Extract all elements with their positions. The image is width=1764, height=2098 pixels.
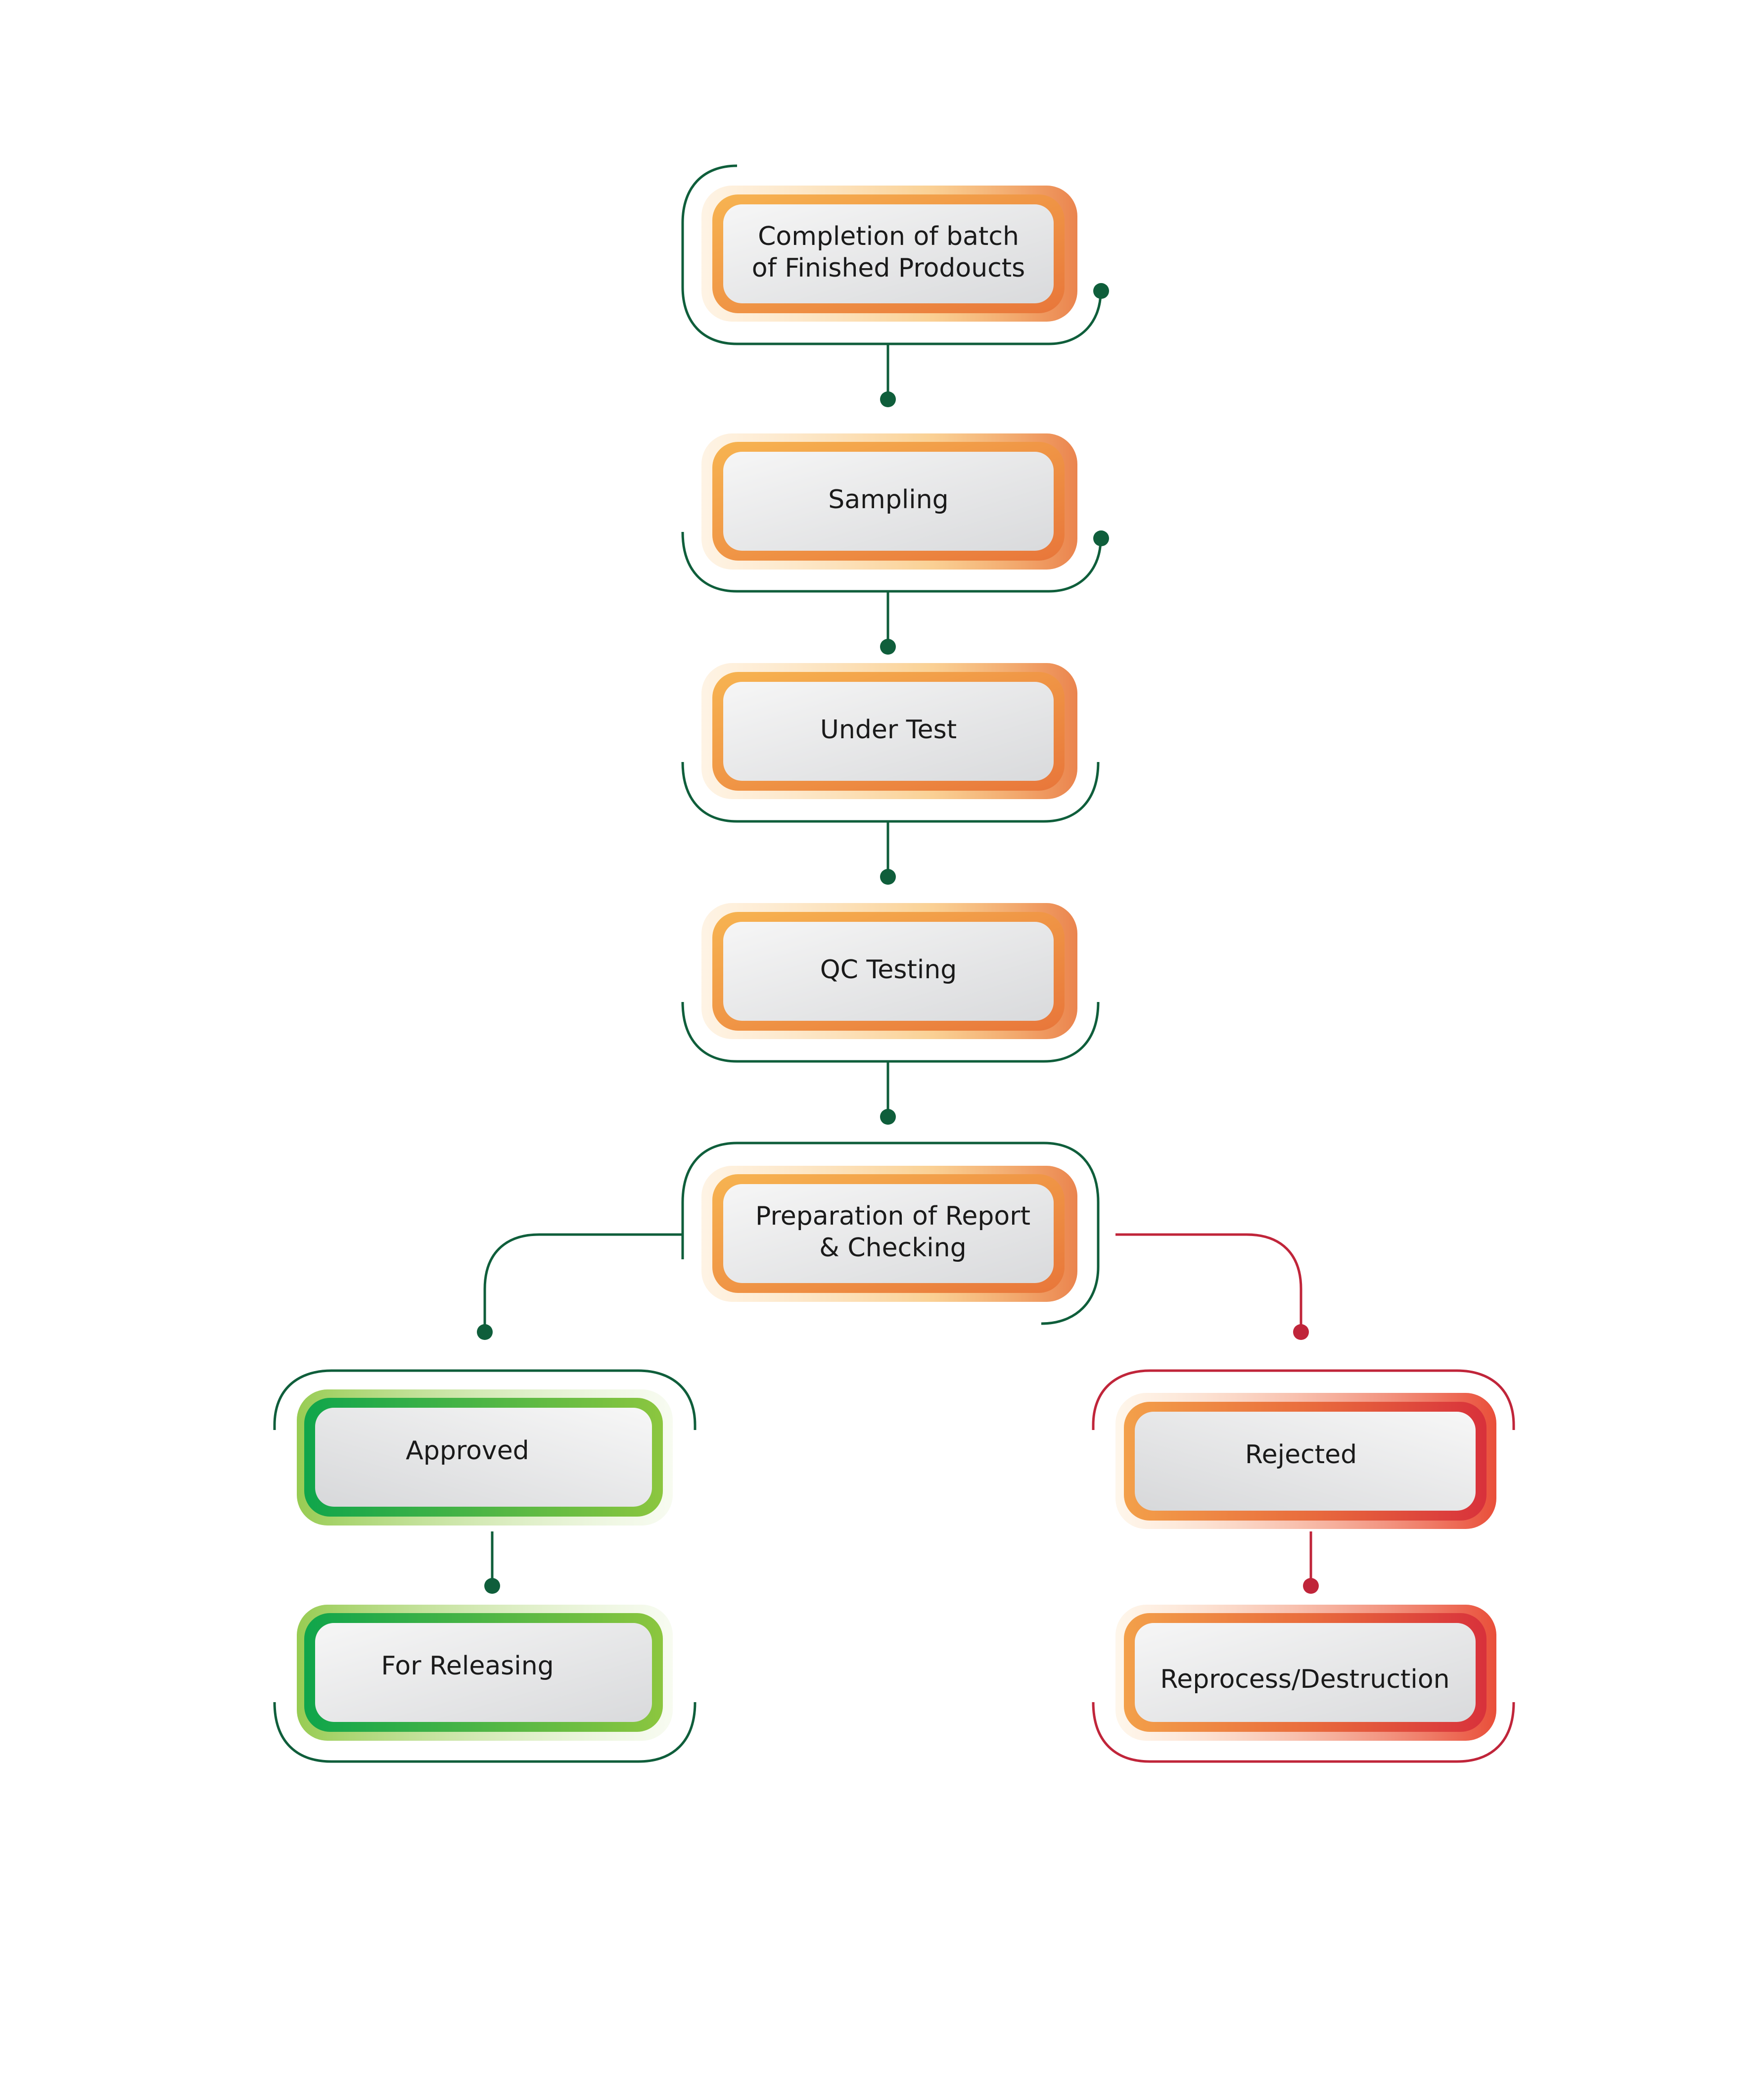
node-sampling: Sampling <box>701 433 1077 570</box>
node-qc-testing: QC Testing <box>701 903 1077 1039</box>
branch-reject <box>1115 1233 1309 1340</box>
node-sampling-text: Sampling <box>828 485 948 515</box>
node-label-line: Reprocess/Destruction <box>1160 1665 1449 1694</box>
node-label-line: of Finished Prodoucts <box>752 253 1025 283</box>
bracket-rejected <box>1092 1369 1515 1763</box>
node-for-releasing: For Releasing <box>297 1605 673 1741</box>
node-label-line: For Releasing <box>381 1651 554 1681</box>
bracket-under-test <box>681 762 1100 885</box>
node-for-releasing-text: For Releasing <box>381 1651 554 1681</box>
bracket-completion <box>681 164 1109 407</box>
node-reprocess: Reprocess/Destruction <box>1115 1605 1496 1741</box>
node-under-test-text: Under Test <box>820 715 957 745</box>
node-label-line: Sampling <box>828 485 948 515</box>
node-approved: Approved <box>297 1389 673 1526</box>
node-rejected: Rejected <box>1115 1393 1496 1529</box>
bracket-preparation <box>477 1142 1100 1340</box>
node-label-line: Rejected <box>1245 1440 1357 1470</box>
node-label-line: Preparation of Report <box>755 1201 1030 1231</box>
node-preparation: Preparation of Report& Checking <box>701 1166 1077 1302</box>
node-rejected-text: Rejected <box>1245 1440 1357 1470</box>
node-label-line: Under Test <box>820 715 957 745</box>
node-reprocess-text: Reprocess/Destruction <box>1160 1665 1449 1694</box>
node-qc-testing-text: QC Testing <box>820 955 957 985</box>
node-label-line: Completion of batch <box>758 222 1019 251</box>
node-label-line: QC Testing <box>820 955 957 985</box>
node-preparation-text: Preparation of Report& Checking <box>755 1201 1030 1263</box>
node-label-line: Approved <box>406 1436 529 1466</box>
bracket-sampling <box>681 530 1109 655</box>
node-under-test: Under Test <box>701 663 1077 799</box>
node-approved-text: Approved <box>406 1436 529 1466</box>
bracket-approved <box>273 1369 696 1763</box>
node-label-line: & Checking <box>819 1233 966 1263</box>
bracket-qc-testing <box>681 1001 1100 1125</box>
